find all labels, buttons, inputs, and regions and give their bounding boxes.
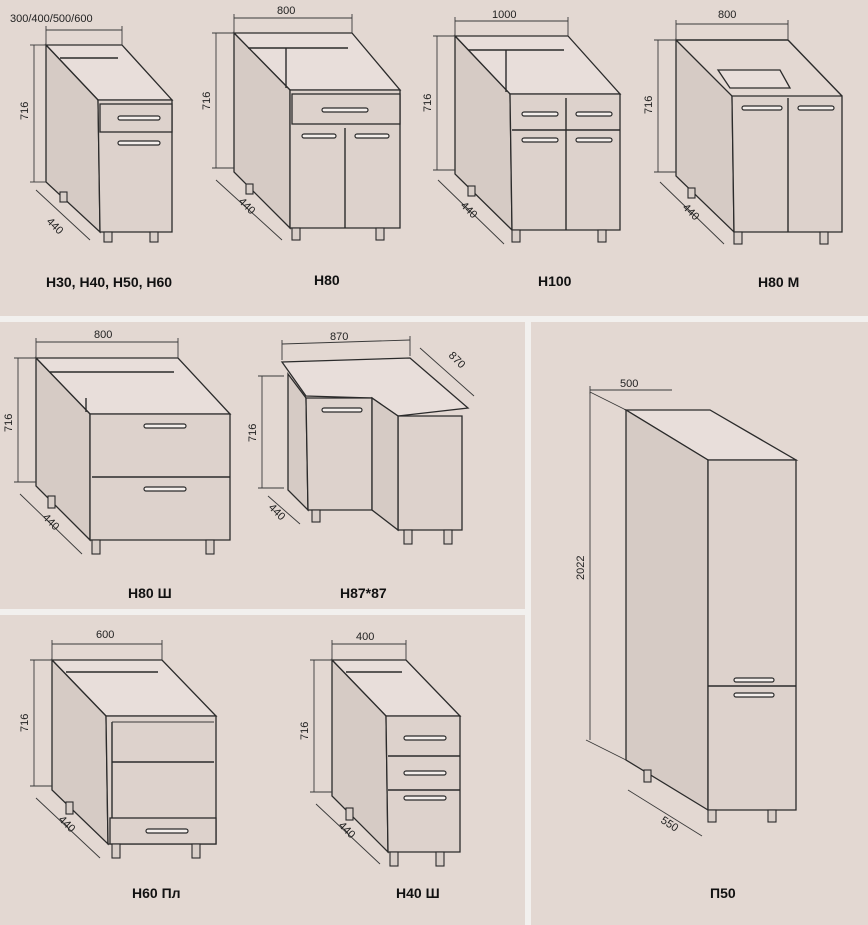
cabinet-n87	[258, 336, 475, 545]
dim-n30-depth: 440	[44, 216, 65, 237]
label-n80sh: Н80 Ш	[128, 585, 172, 601]
dim-n80sh-width: 800	[94, 329, 112, 341]
label-n100: Н100	[538, 273, 572, 289]
dim-n30-height: 716	[19, 102, 31, 120]
dim-n80-height: 716	[201, 92, 213, 110]
dim-n87-width2: 870	[446, 350, 467, 371]
dim-n40sh-depth: 440	[336, 820, 357, 841]
dim-n87-depth: 440	[266, 502, 287, 523]
cabinet-p50	[585, 386, 799, 837]
separator-horizontal-left	[0, 609, 530, 615]
label-n80: Н80	[314, 272, 340, 288]
label-n40sh: Н40 Ш	[396, 885, 440, 901]
dim-n80m-height: 716	[643, 96, 655, 114]
label-n87: Н87*87	[340, 585, 387, 601]
cabinet-n100	[433, 17, 622, 245]
cabinet-n30	[30, 26, 174, 243]
dim-n100-width: 1000	[492, 9, 516, 21]
label-n80m: Н80 М	[758, 274, 799, 290]
label-p50: П50	[710, 885, 736, 901]
dim-n87-height: 716	[247, 424, 259, 442]
cabinet-n80sh	[14, 338, 232, 555]
dim-n40sh-height: 716	[299, 722, 311, 740]
cabinet-n40sh	[310, 640, 462, 867]
label-n30: Н30, Н40, Н50, Н60	[46, 274, 172, 290]
dim-p50-depth: 550	[658, 814, 680, 834]
dim-p50-height: 2022	[575, 556, 587, 580]
separator-horizontal-top	[0, 316, 868, 322]
separator-vertical	[525, 316, 531, 925]
dim-p50-width: 500	[620, 378, 638, 390]
dim-n40sh-width: 400	[356, 631, 374, 643]
dim-n30-width: 300/400/500/600	[10, 13, 93, 25]
dim-n80sh-height: 716	[3, 414, 15, 432]
dim-n60pl-depth: 440	[56, 814, 77, 835]
dim-n80-width: 800	[277, 5, 295, 17]
dim-n100-height: 716	[422, 94, 434, 112]
dim-n60pl-width: 600	[96, 629, 114, 641]
dim-n80sh-depth: 440	[40, 512, 61, 533]
dim-n80-depth: 440	[236, 196, 257, 217]
cabinet-n80m	[654, 20, 843, 245]
label-n60pl: Н60 Пл	[132, 885, 181, 901]
dim-n80m-width: 800	[718, 9, 736, 21]
cabinet-n60pl	[30, 640, 218, 859]
dim-n60pl-height: 716	[19, 714, 31, 732]
dim-n87-width: 870	[330, 331, 348, 343]
cabinet-n80	[212, 14, 402, 241]
